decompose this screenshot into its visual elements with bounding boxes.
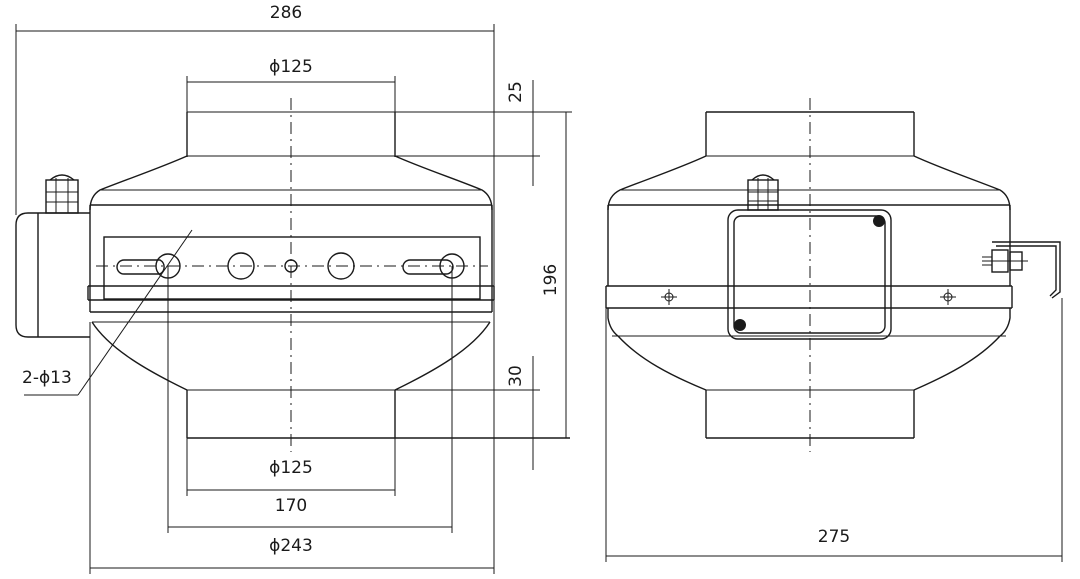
- side-cable-gland: [747, 174, 779, 211]
- dim-mounting-holes: 2-ϕ13: [22, 368, 72, 388]
- side-upper-cone: [607, 155, 1011, 211]
- dim-top-inlet-diameter: ϕ125: [269, 57, 313, 77]
- front-lower-cone: [91, 321, 491, 391]
- side-dimensions: 275: [605, 298, 1063, 562]
- front-junction-box: [15, 174, 90, 338]
- dim-side-view-width: 275: [818, 527, 850, 547]
- side-band-bolt-left: [661, 289, 677, 305]
- side-mounting-bracket: [982, 241, 1061, 299]
- front-dimensions: 286 ϕ125 25 196 30 ϕ125 170 ϕ243 2: [15, 3, 572, 574]
- side-lower-cone: [617, 335, 1001, 391]
- front-view: [15, 98, 570, 452]
- dim-body-diameter: ϕ243: [269, 536, 313, 556]
- dim-top-collar-height: 25: [506, 81, 526, 103]
- front-mounting-plate: [96, 236, 488, 300]
- front-top-collar: [186, 111, 540, 157]
- dim-bottom-collar-height: 30: [506, 365, 526, 387]
- dim-bottom-outlet-diameter: ϕ125: [269, 458, 313, 478]
- side-body: [605, 204, 1013, 337]
- front-bottom-collar: [186, 390, 570, 439]
- holes-leader: [24, 229, 193, 396]
- dim-overall-width: 286: [270, 3, 302, 23]
- dim-mounting-spacing: 170: [275, 496, 307, 516]
- dim-overall-height: 196: [541, 264, 561, 296]
- side-view: [605, 98, 1061, 452]
- side-band-bolt-right: [940, 289, 956, 305]
